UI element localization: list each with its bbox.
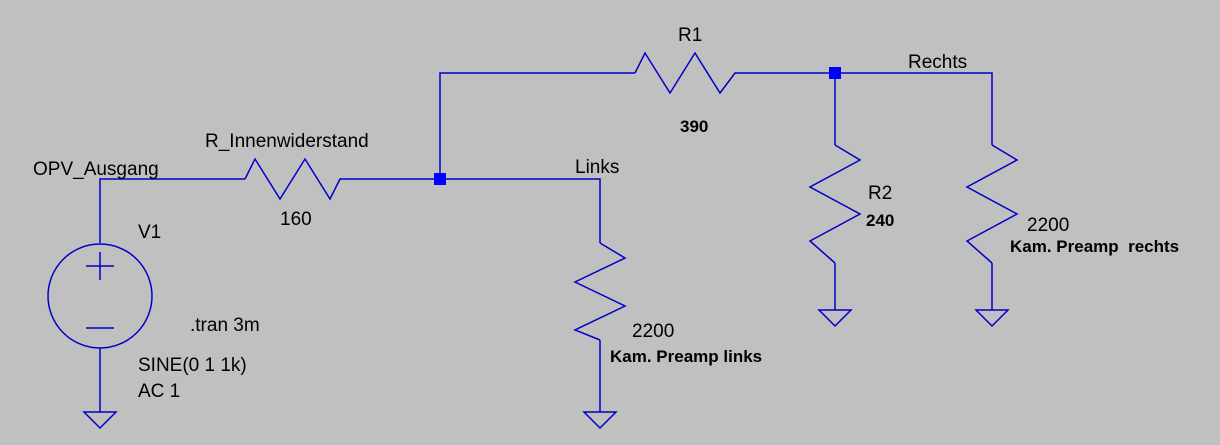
wire-node-to-r1 [439, 72, 635, 179]
wire-opv-out [99, 178, 245, 243]
r2-value: 240 [866, 211, 894, 230]
junction-node-links [434, 173, 446, 185]
r-links-label: Kam. Preamp links [610, 347, 762, 366]
spice-directive-tran: .tran 3m [190, 315, 260, 336]
r-rechts-label: Kam. Preamp rechts [1010, 237, 1179, 256]
v1-ac: AC 1 [138, 381, 180, 402]
r2-name: R2 [868, 183, 892, 204]
resistor-r-innenwiderstand[interactable] [244, 157, 350, 201]
net-label-opv-ausgang: OPV_Ausgang [33, 159, 159, 180]
v1-name: V1 [138, 222, 161, 243]
voltage-source-v1[interactable] [47, 243, 153, 349]
ground-icon [582, 411, 618, 430]
r-links-value: 2200 [632, 321, 674, 342]
net-label-links: Links [575, 157, 619, 178]
ground-icon [817, 309, 853, 328]
net-label-rechts: Rechts [908, 52, 967, 73]
ground-icon [82, 411, 118, 430]
r1-value: 390 [680, 117, 708, 136]
wire-rinn-to-links [350, 178, 601, 243]
resistor-r2[interactable] [808, 144, 862, 264]
resistor-kam-preamp-rechts[interactable] [965, 144, 1019, 264]
r1-name: R1 [678, 25, 702, 46]
ground-icon [974, 309, 1010, 328]
resistor-kam-preamp-links[interactable] [573, 242, 627, 341]
r-rechts-value: 2200 [1027, 215, 1069, 236]
v1-spec: SINE(0 1 1k) [138, 355, 247, 376]
resistor-r1[interactable] [634, 51, 745, 95]
wire-r1-to-rechts [745, 72, 993, 145]
junction-node-rechts [829, 67, 841, 79]
r-innenwiderstand-name: R_Innenwiderstand [205, 131, 369, 152]
r-innenwiderstand-value: 160 [280, 209, 312, 230]
